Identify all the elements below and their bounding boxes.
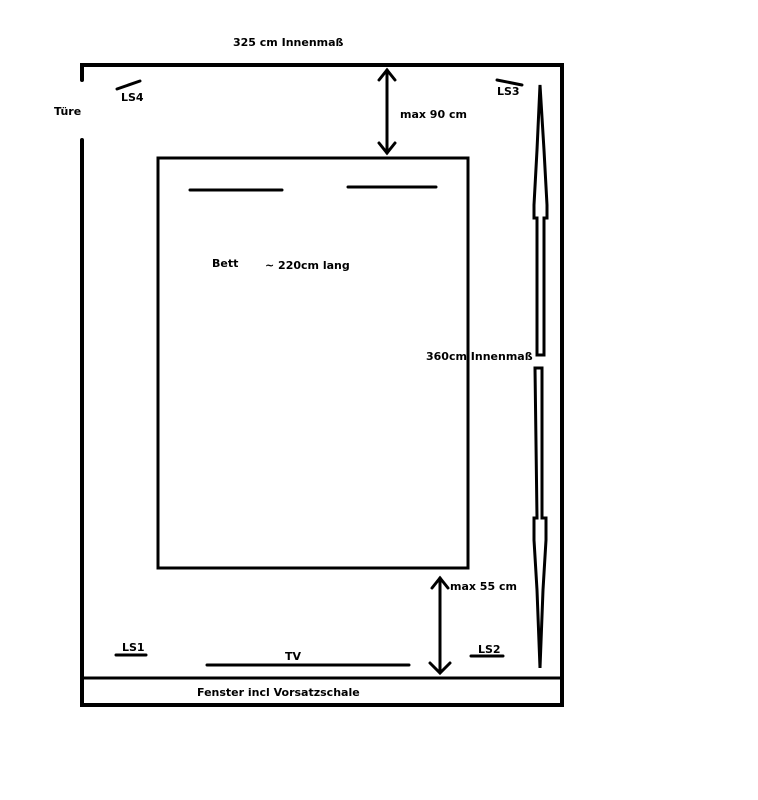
window-sill <box>80 676 564 707</box>
ls2-label: LS2 <box>478 643 501 656</box>
ls4-label: LS4 <box>121 91 144 104</box>
speaker-ls3 <box>495 78 524 87</box>
curtain-lower <box>532 366 548 669</box>
length-label: 360cm Innenmaß <box>426 350 533 363</box>
speaker-ls4 <box>115 79 142 91</box>
top-gap-label: max 90 cm <box>400 108 467 121</box>
door-label: Türe <box>54 105 81 118</box>
bottom-gap-arrow <box>428 575 452 676</box>
top-gap-arrow <box>377 67 397 156</box>
room-walls <box>80 63 564 707</box>
bottom-gap-label: max 55 cm <box>450 580 517 593</box>
curtain-upper <box>532 84 549 357</box>
ls1-label: LS1 <box>122 641 145 654</box>
ls3-label: LS3 <box>497 85 520 98</box>
tv-label: TV <box>285 650 302 663</box>
bed <box>156 156 470 570</box>
bed-length-label: ~ 220cm lang <box>265 259 350 272</box>
width-label: 325 cm Innenmaß <box>233 36 344 49</box>
window-label: Fenster incl Vorsatzschale <box>197 686 360 699</box>
bed-label: Bett <box>212 257 238 270</box>
